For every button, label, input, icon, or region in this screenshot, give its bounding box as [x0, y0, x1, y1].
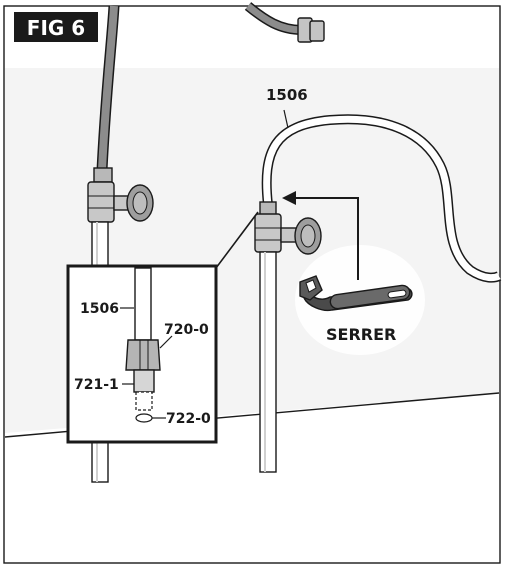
label-hose-main: 1506: [266, 86, 308, 104]
leader-hose-main: [283, 109, 289, 129]
label-inset-hose: 1506: [80, 301, 119, 317]
label-inset-washer: 722-0: [166, 411, 211, 427]
top-hose-segment: [244, 2, 325, 43]
new-hose-1506: [261, 114, 502, 283]
inset-leader-left: [215, 211, 259, 269]
detail-inset: [66, 264, 218, 444]
arrow-right-icon: [282, 191, 359, 280]
figure-tag-text: FIG 6: [27, 16, 85, 40]
leader-720: [159, 335, 173, 349]
label-inset-nut: 720-0: [164, 322, 209, 338]
left-existing-hose: [96, 5, 120, 171]
figure-tag: [14, 12, 98, 42]
right-supply-pipe: [259, 251, 277, 473]
label-inset-ferrule: 721-1: [74, 377, 119, 393]
label-action: SERRER: [326, 325, 396, 344]
right-shutoff-valve: [254, 201, 322, 255]
adjustable-wrench-icon: [299, 275, 413, 312]
